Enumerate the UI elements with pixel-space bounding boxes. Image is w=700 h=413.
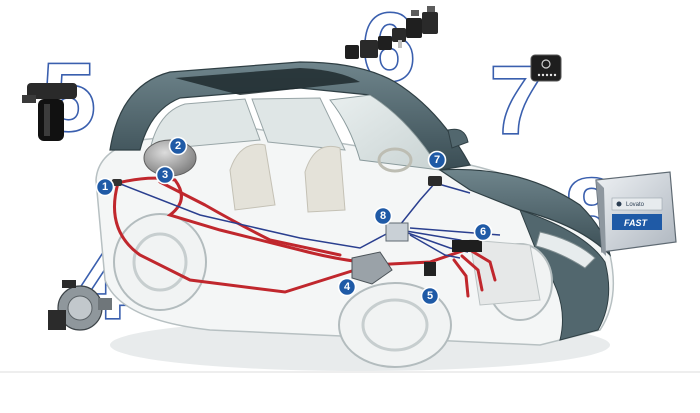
badge-6: 6 bbox=[473, 222, 493, 242]
injectors-component bbox=[345, 6, 438, 59]
ecu-component: Lovato FAST bbox=[595, 171, 677, 256]
svg-text:2: 2 bbox=[175, 140, 181, 152]
badge-2: 2 bbox=[168, 136, 188, 156]
svg-text:8: 8 bbox=[380, 210, 386, 222]
svg-text:3: 3 bbox=[162, 169, 168, 181]
filter-component bbox=[22, 83, 77, 141]
switch-component bbox=[530, 54, 562, 82]
ecu-brand-label: Lovato bbox=[626, 202, 645, 208]
svg-text:6: 6 bbox=[480, 226, 486, 238]
badge-8: 8 bbox=[373, 206, 393, 226]
badge-5: 5 bbox=[420, 286, 440, 306]
reducer-component bbox=[48, 280, 112, 331]
svg-text:7: 7 bbox=[434, 154, 440, 166]
svg-text:1: 1 bbox=[102, 181, 108, 193]
badge-4: 4 bbox=[337, 277, 357, 297]
ecu-product-label: FAST bbox=[624, 218, 649, 228]
svg-text:5: 5 bbox=[427, 290, 433, 302]
badge-1: 1 bbox=[95, 177, 115, 197]
svg-text:4: 4 bbox=[344, 281, 351, 293]
badge-3: 3 bbox=[155, 165, 175, 185]
badge-7: 7 bbox=[427, 150, 447, 170]
car-illustration bbox=[95, 61, 615, 371]
